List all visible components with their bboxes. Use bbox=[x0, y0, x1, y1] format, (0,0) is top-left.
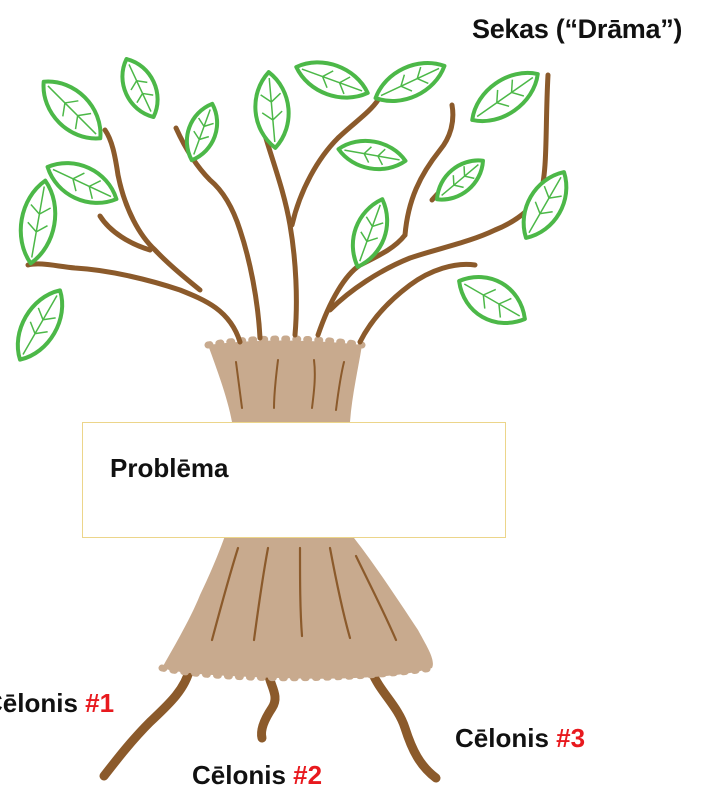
cause-word: Cēlonis bbox=[455, 723, 549, 753]
leaf bbox=[291, 53, 373, 107]
leaf bbox=[252, 71, 291, 150]
leaf bbox=[113, 53, 167, 124]
trunk-lower bbox=[162, 528, 433, 678]
leaf bbox=[429, 151, 491, 209]
leaf bbox=[344, 194, 397, 272]
leaf bbox=[179, 99, 225, 165]
root-middle bbox=[261, 672, 275, 738]
cause-word: Cēlonis bbox=[0, 688, 78, 718]
leaf bbox=[463, 61, 547, 134]
leaf bbox=[336, 136, 408, 174]
leaf bbox=[369, 52, 451, 111]
leaf bbox=[14, 178, 61, 266]
cause-label-3: Cēlonis #3 bbox=[455, 723, 585, 754]
problem-label: Problēma bbox=[110, 453, 229, 484]
leaf bbox=[31, 69, 113, 151]
trunk-upper bbox=[208, 339, 362, 422]
cause-word: Cēlonis bbox=[192, 760, 286, 790]
cause-number: #3 bbox=[556, 723, 585, 753]
leaves bbox=[6, 52, 579, 368]
leaf bbox=[449, 264, 534, 336]
problem-box: Problēma bbox=[82, 422, 506, 538]
root-right bbox=[372, 672, 436, 778]
cause-label-1: Cēlonis #1 bbox=[0, 688, 114, 719]
root-left bbox=[104, 668, 190, 776]
cause-number: #2 bbox=[293, 760, 322, 790]
leaf bbox=[6, 282, 75, 368]
cause-number: #1 bbox=[85, 688, 114, 718]
cause-label-2: Cēlonis #2 bbox=[192, 760, 322, 791]
effects-label: Sekas (“Drāma”) bbox=[472, 14, 682, 45]
